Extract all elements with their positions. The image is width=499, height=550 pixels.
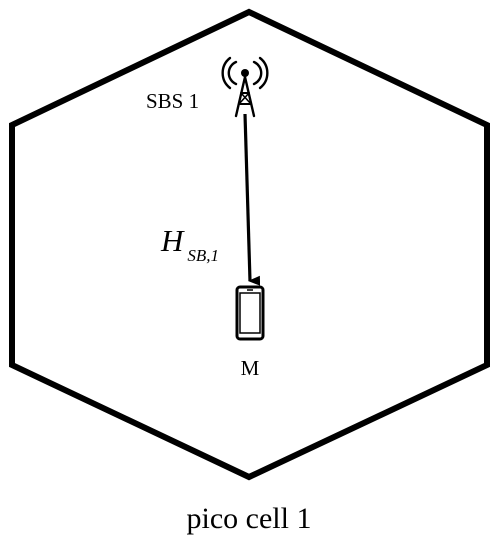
cell-caption: pico cell 1 bbox=[187, 502, 312, 535]
channel-label-main: H bbox=[160, 223, 185, 258]
station-label: SBS 1 bbox=[146, 89, 199, 113]
cell-tower-icon bbox=[221, 56, 269, 118]
mobile-phone-icon bbox=[235, 285, 265, 341]
channel-arrow bbox=[243, 113, 261, 286]
cell-boundary-hexagon bbox=[9, 8, 490, 481]
channel-label: H SB,1 bbox=[160, 223, 219, 265]
channel-label-subscript: SB,1 bbox=[187, 246, 219, 265]
device-label: M bbox=[241, 356, 260, 380]
